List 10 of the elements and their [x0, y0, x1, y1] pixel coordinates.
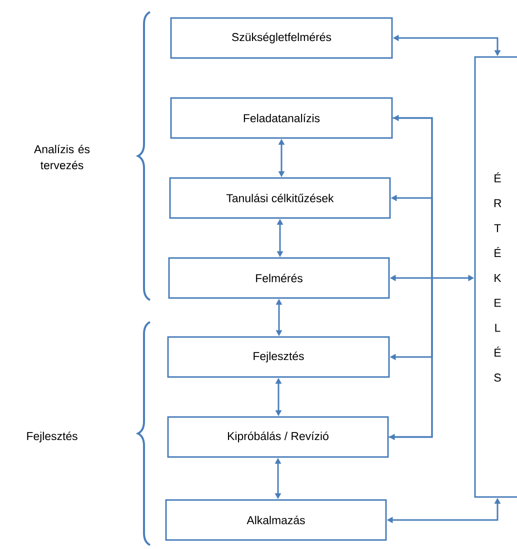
process-box: Tanulási célkitűzések: [169, 177, 391, 219]
process-box: Feladatanalízis: [170, 97, 393, 139]
vertical-box: É R T É K E L É S: [474, 56, 517, 498]
process-box: Szükségletfelmérés: [170, 17, 393, 59]
process-box: Alkalmazás: [165, 499, 387, 541]
process-box: Felmérés: [168, 257, 390, 299]
bracket-label: Analízis és tervezés: [34, 144, 90, 170]
process-box: Kipróbálás / Revízió: [167, 416, 389, 458]
process-box: Fejlesztés: [167, 336, 390, 378]
bracket-label: Fejlesztés: [27, 432, 78, 442]
